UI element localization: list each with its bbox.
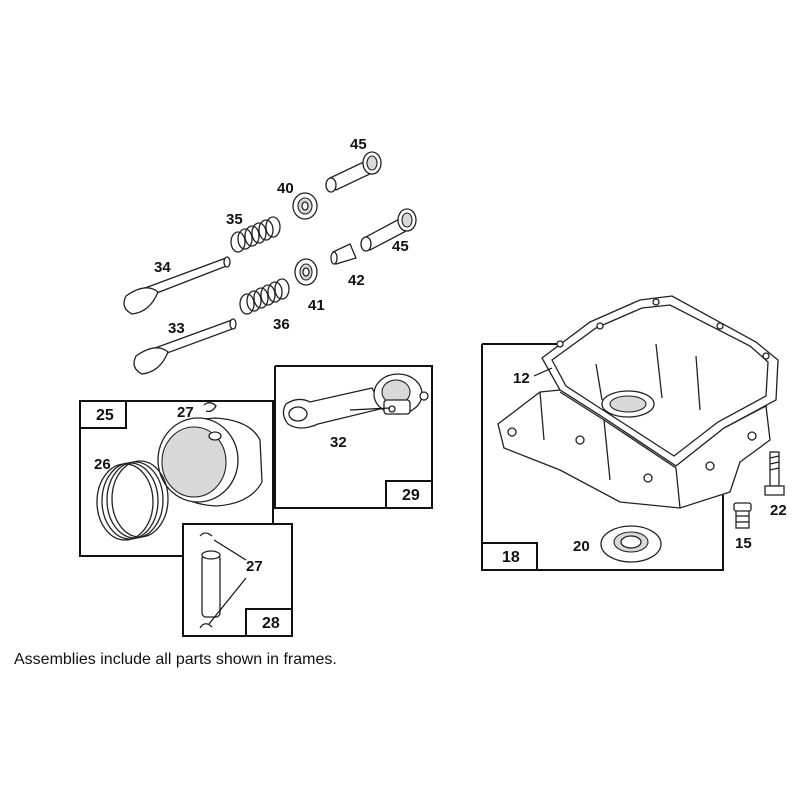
part-27-clip-top [203,402,217,413]
label-12: 12 [513,370,530,387]
label-45-upper: 45 [350,136,367,153]
label-27-frame28: 27 [246,558,263,575]
part-35-spring [230,216,281,253]
label-20: 20 [573,538,590,555]
label-34: 34 [154,259,171,276]
part-41-retainer [294,258,318,286]
label-36: 36 [273,316,290,333]
frame-28-pin-assembly: 28 [182,523,293,637]
frame-28-label: 28 [262,615,280,632]
label-26: 26 [94,456,111,473]
connecting-rod [282,373,429,429]
sump-body [497,298,771,509]
part-22-bolt [764,451,785,496]
piston-pin [201,554,221,618]
label-35: 35 [226,211,243,228]
assembly-footnote: Assemblies include all parts shown in fr… [14,651,337,668]
part-45-upper-tappet [325,151,382,193]
label-22: 22 [770,502,787,519]
label-40: 40 [277,180,294,197]
piston [157,417,263,507]
part-26-piston-rings [96,460,169,541]
label-15: 15 [735,535,752,552]
label-27-frame25: 27 [177,404,194,421]
part-42-cone [330,243,357,265]
frame-18-sump-assembly: 18 [481,295,779,571]
label-32: 32 [330,434,347,451]
part-20-oil-seal [600,525,662,563]
label-33: 33 [168,320,185,337]
part-36-spring [239,278,290,315]
label-41: 41 [308,297,325,314]
frame-18-label: 18 [502,549,520,566]
part-40-retainer [292,192,318,220]
leader-lines [208,367,553,625]
frame-29-label: 29 [402,487,420,504]
label-42: 42 [348,272,365,289]
frame-25-label: 25 [96,407,114,424]
part-15-drain-plug [733,502,752,529]
part-45-lower-tappet [360,208,417,252]
label-45-lower: 45 [392,238,409,255]
part-27-clip-bottom [199,623,213,629]
part-34-valve [123,256,231,315]
part-33-valve [133,318,237,375]
frame-29-connecting-rod: 29 [274,365,433,509]
frame-25-piston-assembly: 25 [79,400,274,557]
part-27-clip-top2 [199,532,213,537]
